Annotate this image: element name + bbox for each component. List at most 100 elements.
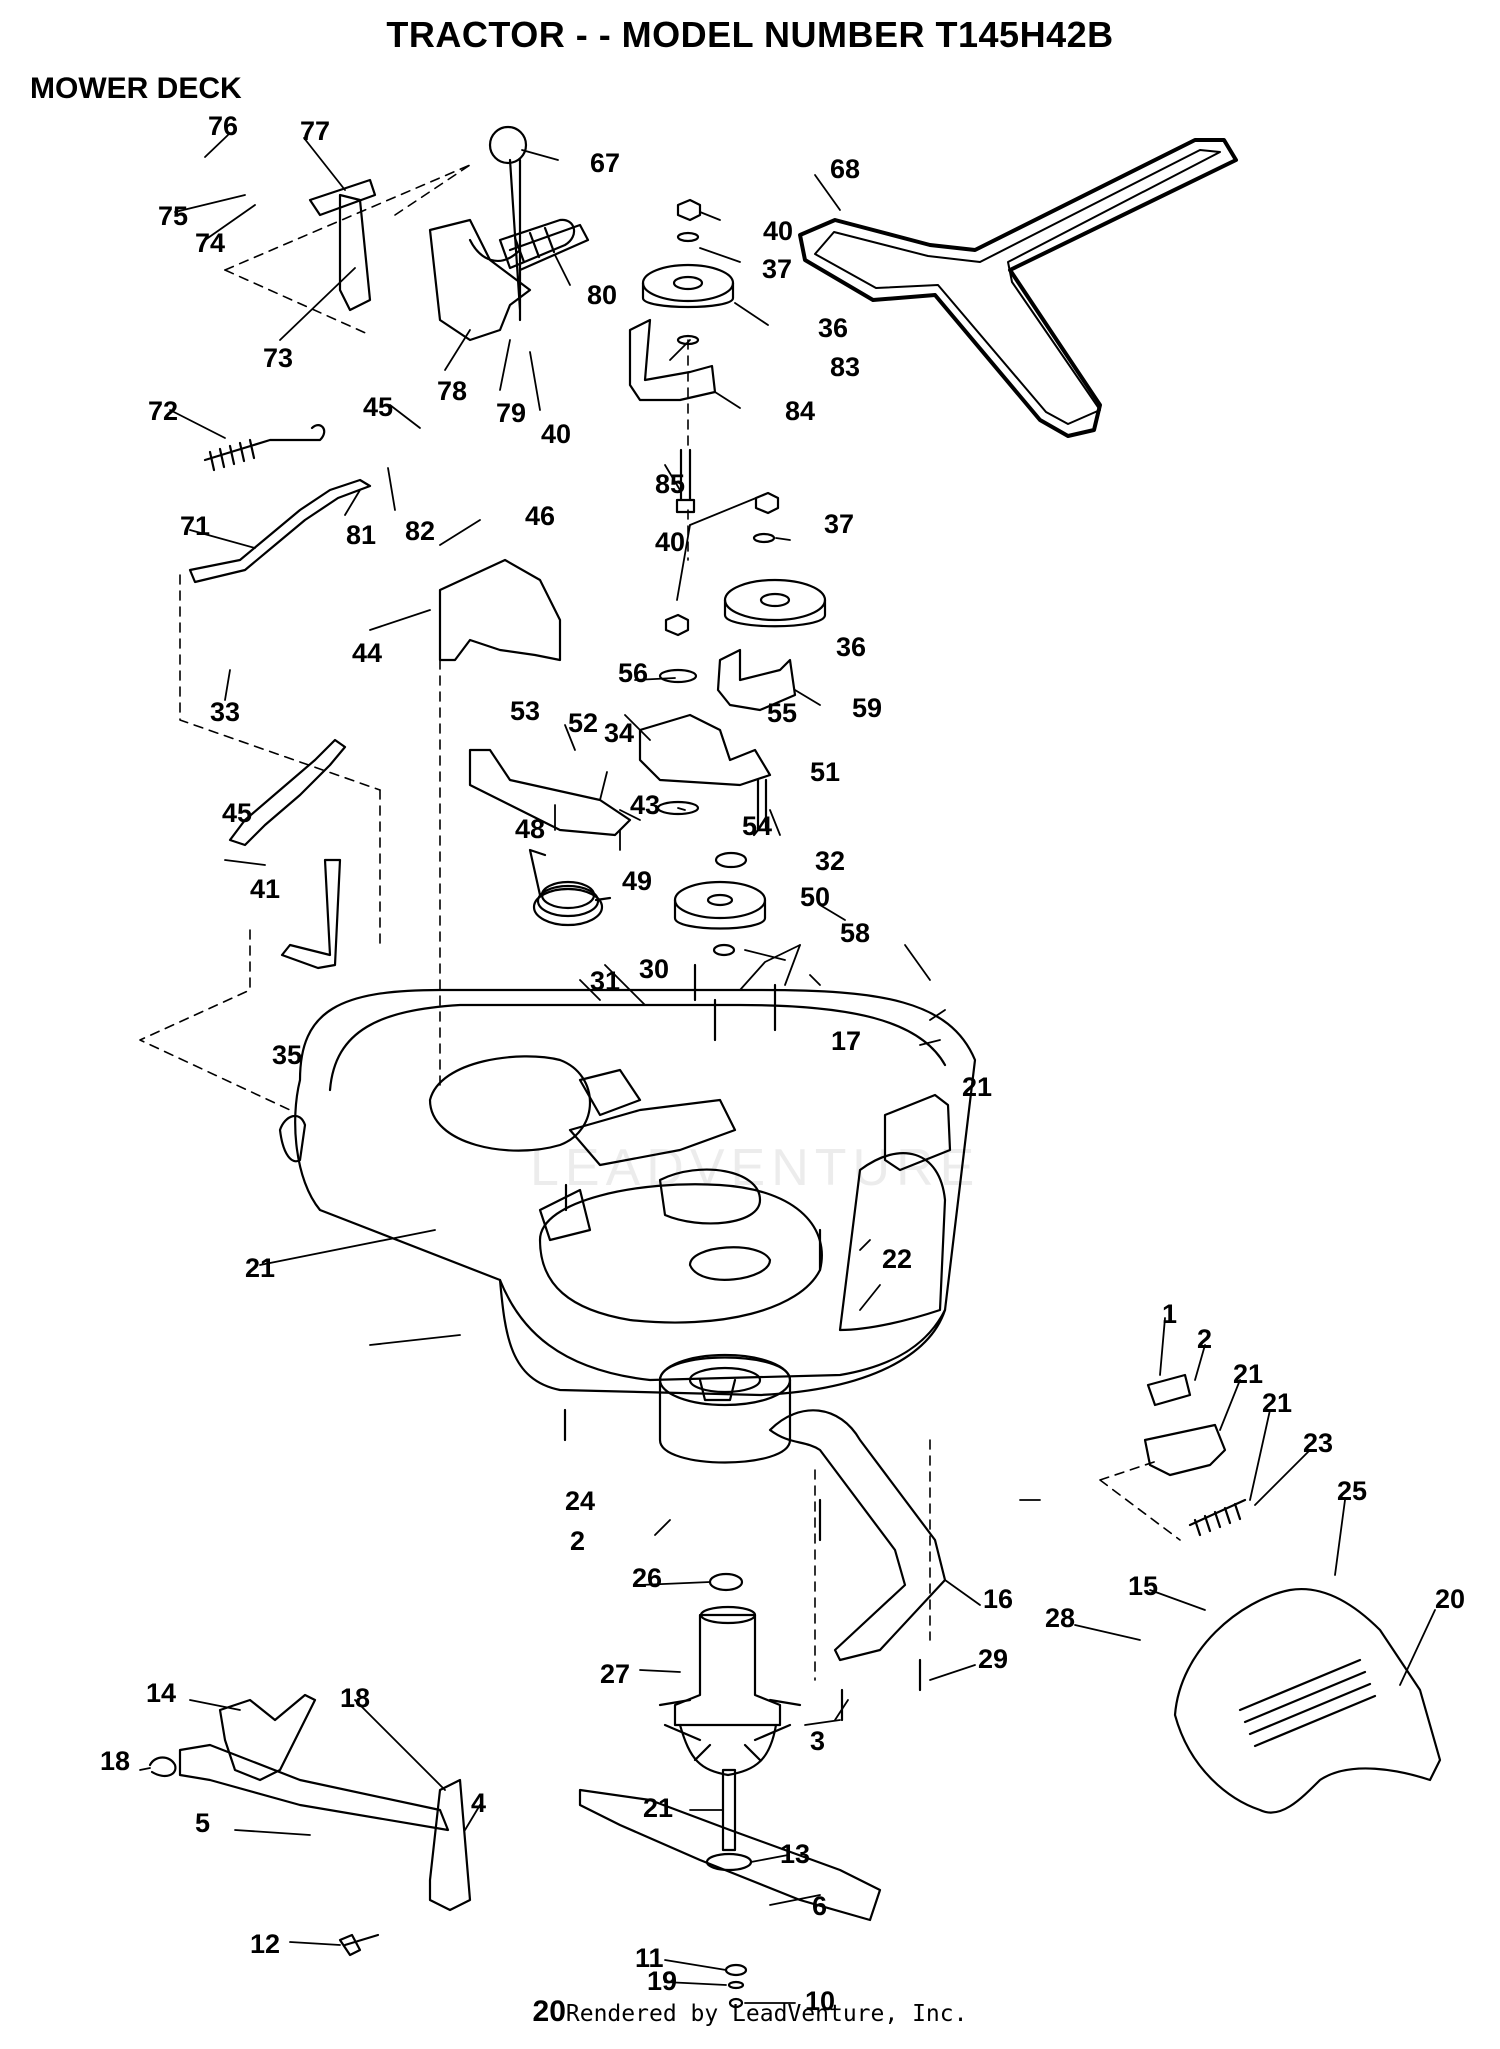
spindle-pulley-guard [658,1353,792,1464]
callout-78: 78 [437,376,467,406]
discharge-chute [1173,1588,1442,1814]
callout-16: 16 [983,1584,1013,1614]
idler-bracket [638,713,772,787]
callout-18: 18 [340,1683,370,1713]
front-hanger-bracket [218,1693,317,1782]
callout-72: 72 [148,396,178,426]
callout-6: 6 [812,1891,827,1921]
callout-28: 28 [1045,1603,1075,1633]
callout-21: 21 [1233,1359,1263,1389]
callout-29: 29 [978,1644,1008,1674]
handle-grip [498,218,576,270]
callout-26: 26 [632,1563,662,1593]
callout-68: 68 [830,154,860,184]
callout-53: 53 [510,696,540,726]
callout-77: 77 [300,116,330,146]
callout-50: 50 [800,882,830,912]
callout-31: 31 [590,966,620,996]
callout-85: 85 [655,469,685,499]
callout-40: 40 [763,216,793,246]
lift-lever [308,125,590,342]
callout-80: 80 [587,280,617,310]
callout-2: 2 [570,1526,585,1556]
callout-46: 46 [525,501,555,531]
section-heading: MOWER DECK [30,72,242,105]
callout-41: 41 [250,874,280,904]
callout-5: 5 [195,1808,210,1838]
callout-21: 21 [962,1072,992,1102]
callout-82: 82 [405,516,435,546]
credit-text: Rendered by LeadVenture, Inc. [565,2001,968,2027]
callout-37: 37 [824,509,854,539]
callout-48: 48 [515,814,545,844]
drive-belt [798,138,1238,438]
deflector-spring [1188,1498,1247,1537]
front-link [178,1743,450,1832]
callout-54: 54 [742,811,772,841]
callout-27: 27 [600,1659,630,1689]
idler-pulleys [641,231,827,957]
page-number: 20 [532,1995,566,2028]
callout-21: 21 [245,1253,275,1283]
callout-83: 83 [830,352,860,382]
callout-24: 24 [565,1486,595,1516]
callout-33: 33 [210,697,240,727]
alignment-lines [139,164,1181,1681]
callout-67: 67 [590,148,620,178]
callout-32: 32 [815,846,845,876]
callout-35: 35 [272,1040,302,1070]
spindle-shaft [705,1768,753,1872]
callout-22: 22 [882,1244,912,1274]
callout-59: 59 [852,693,882,723]
callout-34: 34 [604,718,634,748]
callout-76: 76 [208,111,238,141]
callout-36: 36 [818,313,848,343]
right-deck-bracket [883,1093,952,1172]
belt-guard [628,318,717,402]
callout-1: 1 [1162,1299,1177,1329]
callout-4: 4 [471,1788,486,1818]
belt-keeper [716,648,797,712]
callout-79: 79 [496,398,526,428]
lift-link-43 [228,738,347,847]
callout-14: 14 [146,1678,176,1708]
spindle-housing [658,1605,802,1777]
callout-12: 12 [250,1929,280,1959]
mower-deck-housing [278,988,977,1402]
callout-17: 17 [831,1026,861,1056]
callout-25: 25 [1337,1476,1367,1506]
callout-37: 37 [762,254,792,284]
stabilizer-bar [768,1409,947,1662]
nuts-and-bolts [563,198,922,1722]
torsion-spring [528,848,612,927]
callout-40: 40 [541,419,571,449]
callout-19: 19 [647,1966,677,1996]
callout-56: 56 [618,658,648,688]
idler-arm-53 [468,748,632,837]
callout-15: 15 [1128,1571,1158,1601]
callout-71: 71 [180,511,210,541]
callout-13: 13 [780,1839,810,1869]
page-title: TRACTOR - - MODEL NUMBER T145H42B [386,14,1114,55]
callout-45: 45 [363,392,393,422]
spring-clip-5 [148,1756,177,1778]
callout-43: 43 [630,790,660,820]
callout-3: 3 [810,1726,825,1756]
lift-rod [188,478,372,584]
mower-blade [578,1788,882,1922]
callout-36: 36 [836,632,866,662]
callout-21: 21 [643,1793,673,1823]
callout-45: 45 [222,798,252,828]
watermark-text: LEADVENTURE [530,1139,980,1197]
callout-84: 84 [785,396,815,426]
callout-20: 20 [1435,1584,1465,1614]
callout-74: 74 [195,228,225,258]
belt-guard-44 [438,558,562,662]
callout-10: 10 [805,1986,835,2016]
callout-58: 58 [840,918,870,948]
callout-81: 81 [346,520,376,550]
callout-51: 51 [810,757,840,787]
callout-44: 44 [352,638,382,668]
